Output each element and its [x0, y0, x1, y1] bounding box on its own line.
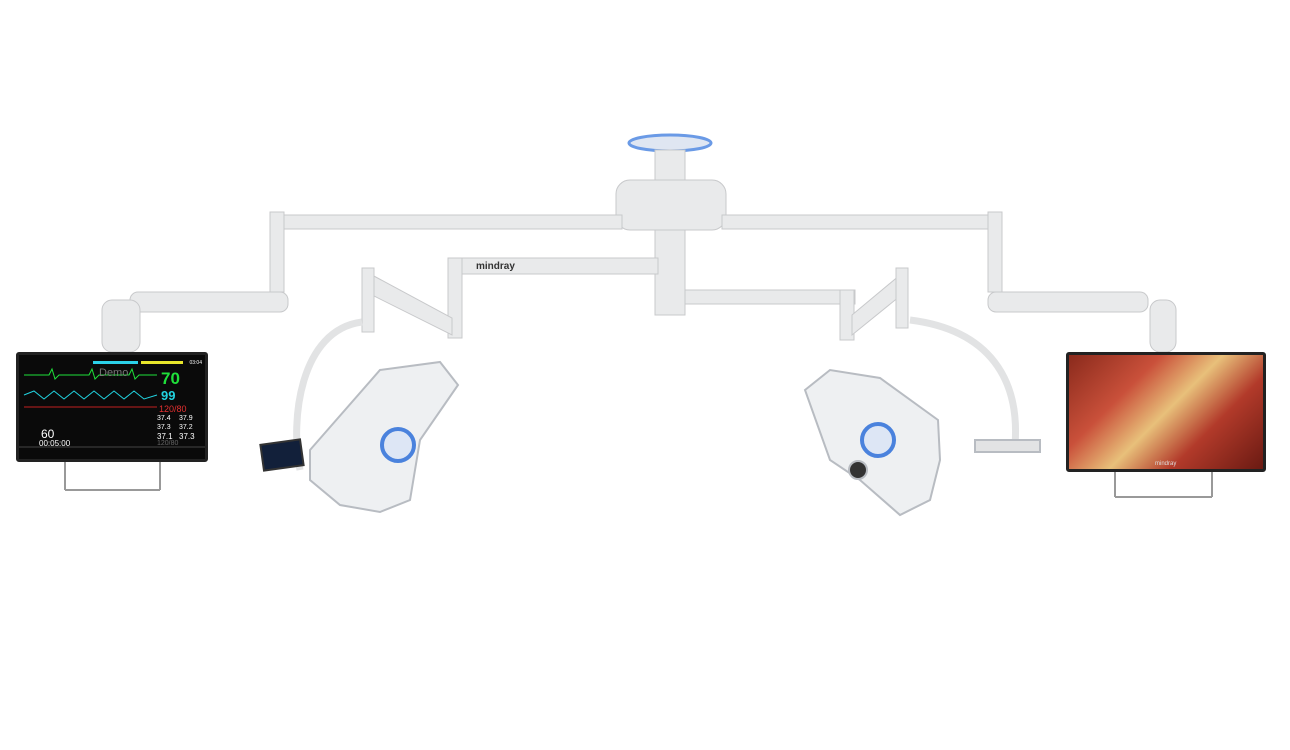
temp-value: 37.3: [157, 424, 171, 431]
spo2-value: 99: [161, 388, 176, 403]
right-surgical-light: [803, 368, 1041, 517]
monitor-logo: mindray: [105, 459, 123, 462]
temp-value: 37.2: [179, 424, 193, 431]
central-column: [654, 149, 686, 316]
temp-value: 37.4: [157, 415, 171, 422]
patient-monitor: 03:04 Demo 70 99 120/80 37.4 37.9 37.3 3…: [16, 352, 208, 462]
left-upper-arm: [281, 214, 623, 230]
temp-value: 37.3: [179, 432, 195, 441]
alarm-bar-cyan: [93, 361, 138, 364]
right-light-arm: [684, 289, 856, 305]
timer: 00:05:00: [39, 439, 71, 448]
nibp-secondary: 120/80: [157, 440, 179, 447]
ceiling-mount: [627, 133, 713, 153]
brand-logo: mindray: [476, 261, 515, 272]
clock: 03:04: [189, 360, 202, 366]
heart-rate-value: 70: [161, 369, 180, 388]
left-monitor-arm: [129, 291, 289, 313]
temp-value: 37.1: [157, 432, 173, 441]
waveforms: [19, 367, 205, 448]
right-monitor-arm: [987, 291, 1149, 313]
left-surgical-light: [259, 360, 460, 514]
right-upper-arm: [721, 214, 993, 230]
rate-value: 60: [41, 427, 55, 441]
display-logo: mindray: [1155, 461, 1177, 467]
nibp-value: 120/80: [159, 404, 187, 414]
alarm-bar-yellow: [141, 361, 183, 364]
surgical-display: mindray: [1066, 352, 1266, 472]
demo-watermark: Demo: [99, 367, 129, 379]
temp-value: 37.9: [179, 415, 193, 422]
